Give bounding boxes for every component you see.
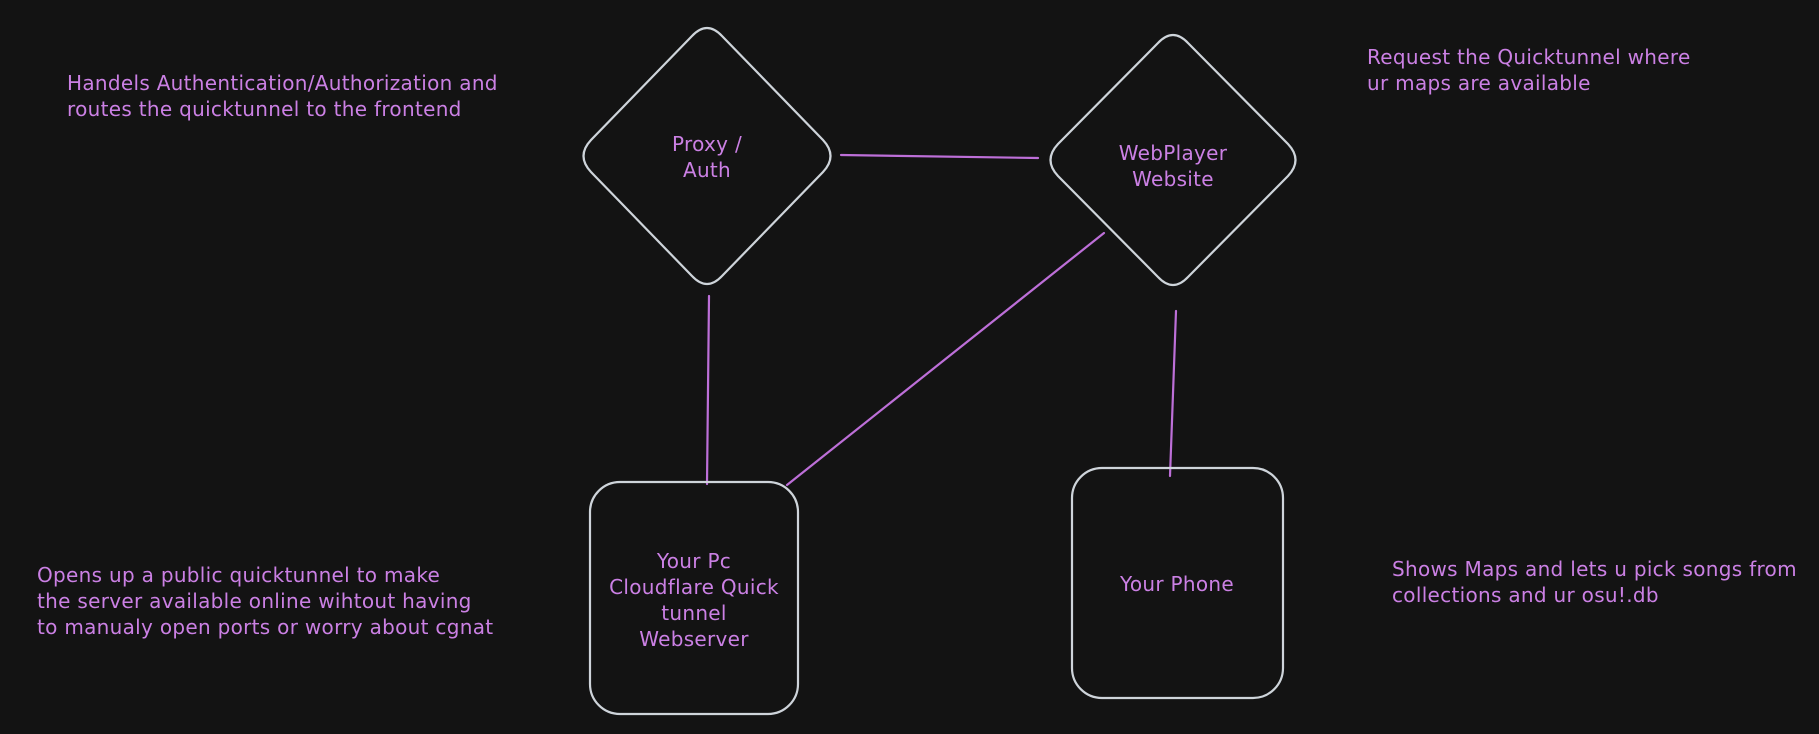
proxy-auth-label: Proxy / Auth [672,132,742,182]
phone-label: Your Phone [1119,572,1235,596]
connector-proxy-to-pc-webserver [705,294,711,486]
webplayer-diamond [1049,33,1297,287]
annotation-bottom-left: Opens up a public quicktunnel to make th… [37,563,494,639]
annotation-top-left: Handels Authentication/Authorization and… [67,71,498,121]
phone-box [1070,466,1285,700]
connector-webplayer-to-phone [1168,309,1178,478]
webplayer-label: WebPlayer Website [1118,141,1228,191]
pc-webserver-box [588,480,800,716]
annotation-top-right: Request the Quicktunnel where ur maps ar… [1367,45,1691,95]
pc-webserver-label: Your Pc Cloudflare Quick tunnel Webserve… [609,549,779,651]
annotation-bottom-right: Shows Maps and lets u pick songs from co… [1392,557,1797,607]
connector-proxy-to-webplayer [839,153,1040,160]
connector-webplayer-to-pc-webserver [785,231,1106,487]
proxy-auth-diamond [582,26,832,286]
